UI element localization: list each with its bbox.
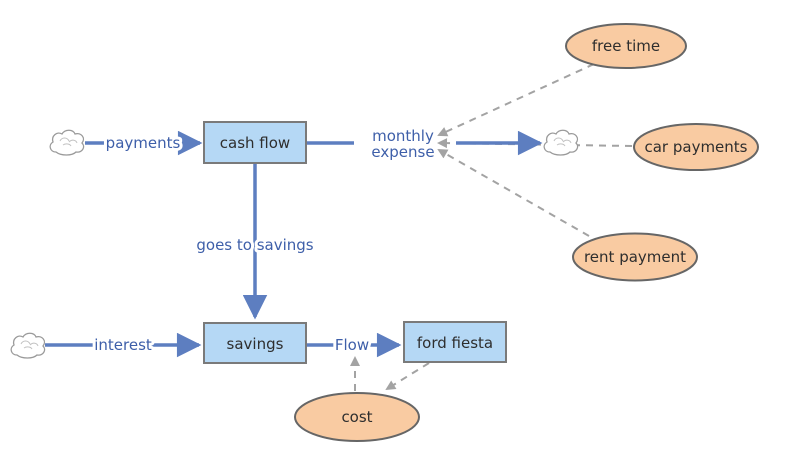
stock-ford-fiesta-label: ford fiesta xyxy=(417,334,493,352)
flow-connectors xyxy=(45,130,543,358)
variable-free-time[interactable]: free time xyxy=(565,23,687,69)
influence-ford-fiesta-to-cost[interactable] xyxy=(385,362,430,391)
variable-rent-payment[interactable]: rent payment xyxy=(572,232,698,282)
cloud-icon[interactable] xyxy=(49,129,85,156)
variable-cost[interactable]: cost xyxy=(294,392,420,442)
stock-cash-flow[interactable]: cash flow xyxy=(203,121,307,164)
variable-car-payments-label: car payments xyxy=(644,138,747,156)
flow-label-expense[interactable]: expense xyxy=(368,140,437,164)
flow-label-interest[interactable]: interest xyxy=(91,333,155,357)
variable-car-payments[interactable]: car payments xyxy=(633,123,759,171)
flow-label-payments[interactable]: payments xyxy=(103,131,184,155)
variable-rent-payment-label: rent payment xyxy=(584,248,686,266)
influence-rent-payment-to-monthly-expense[interactable] xyxy=(437,149,590,237)
variable-free-time-label: free time xyxy=(592,37,660,55)
influence-free-time-to-monthly-expense[interactable] xyxy=(437,63,595,137)
flow-label-monthly[interactable]: monthly xyxy=(369,124,437,148)
cloud-icon[interactable] xyxy=(543,129,579,156)
flow-label-goes-to-savings[interactable]: goes to savings xyxy=(193,233,316,257)
cloud-icon[interactable] xyxy=(10,332,46,359)
variable-cost-label: cost xyxy=(341,408,372,426)
stock-savings-label: savings xyxy=(227,335,284,353)
stock-ford-fiesta[interactable]: ford fiesta xyxy=(403,321,507,363)
stock-cash-flow-label: cash flow xyxy=(220,134,290,152)
flow-label-flow[interactable]: Flow xyxy=(332,333,372,357)
stock-savings[interactable]: savings xyxy=(203,322,307,364)
